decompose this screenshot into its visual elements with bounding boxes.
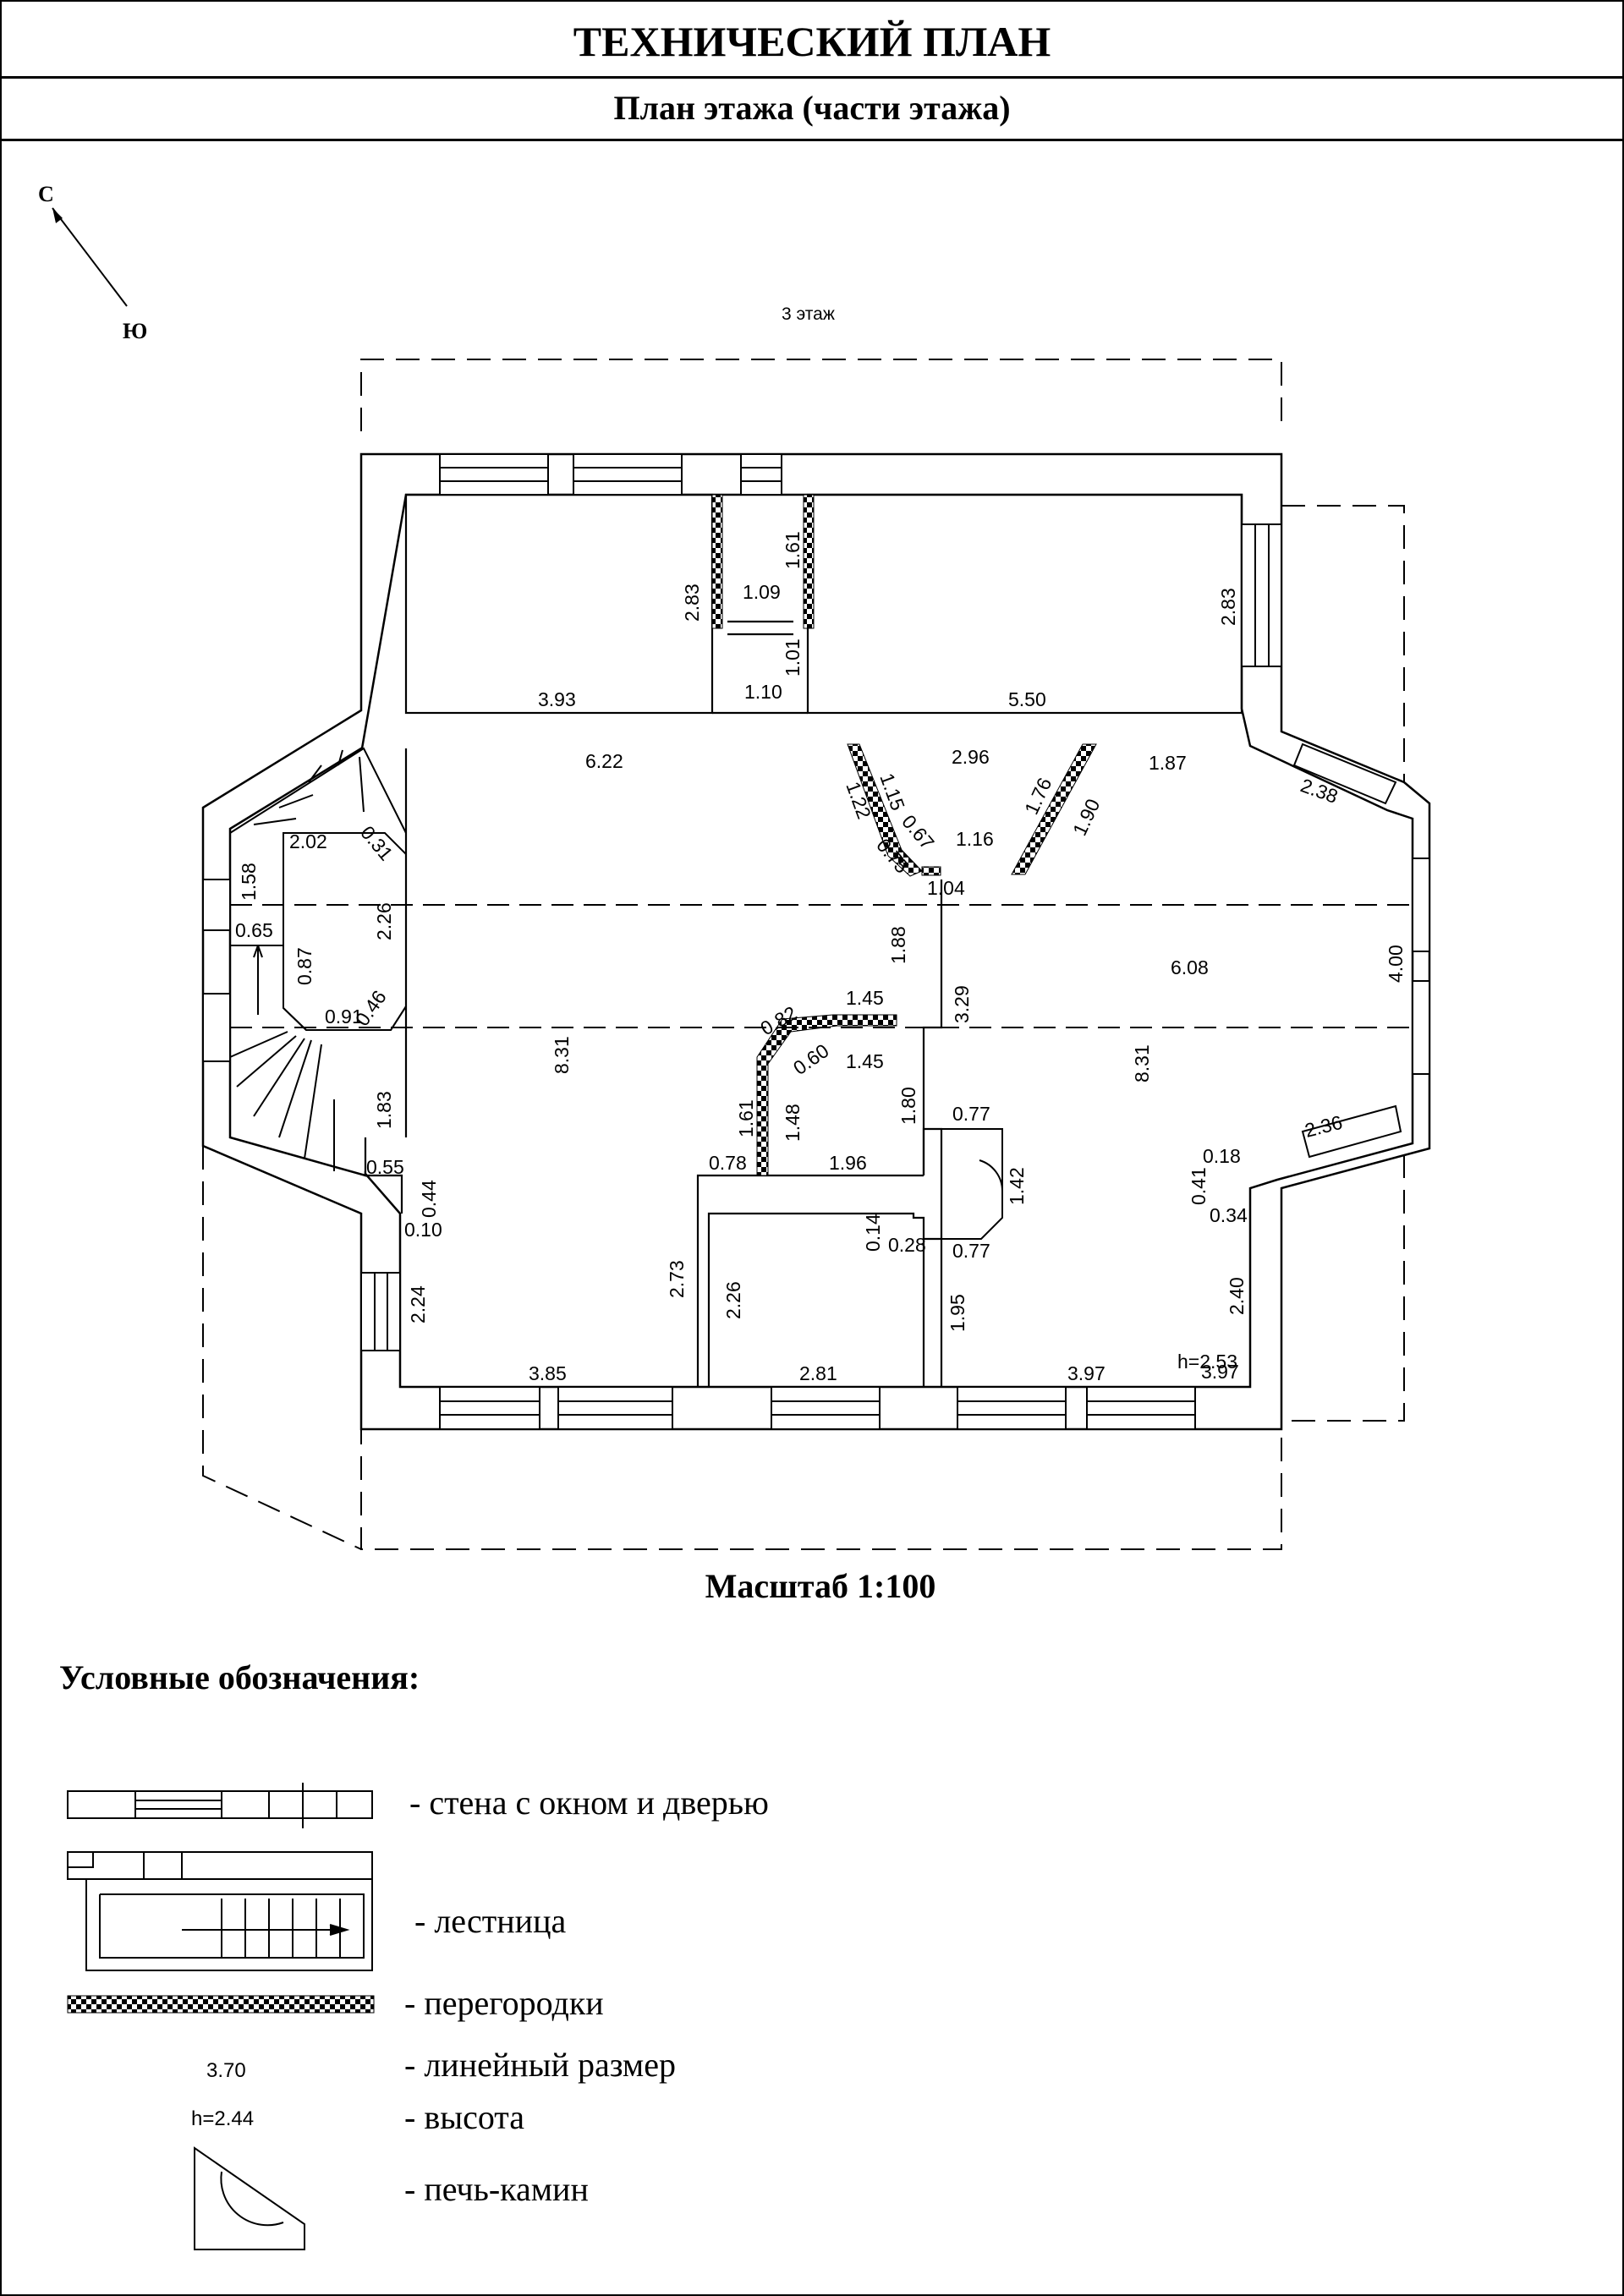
floor-label: 3 этаж [782,304,835,324]
dim-label: 3.29 [951,985,973,1023]
dim-label: 1.48 [782,1104,804,1142]
dim-label: 0.87 [294,947,315,985]
dim-label: 2.83 [1217,588,1239,626]
dim-label: 1.61 [735,1099,757,1137]
dim-label: 2.40 [1226,1277,1248,1315]
dim-label: 0.78 [709,1152,747,1174]
dim-label: 3.97 [1067,1362,1106,1384]
dim-label: 0.44 [418,1180,440,1218]
legend-item-stair: - лестница [414,1902,567,1940]
dim-label: 4.00 [1385,945,1407,983]
dim-label: 1.61 [782,531,804,569]
legend-item-partition: - перегородки [404,1984,604,2022]
dim-label: 0.67 [897,811,939,854]
dashed-outline [202,359,1405,1550]
dim-label: 1.90 [1068,796,1104,840]
dim-label: 3.97 [1201,1361,1239,1383]
dim-label: 1.09 [743,581,781,603]
partitions [711,494,1097,1176]
legend-item-dimension: - линейный размер [404,2046,676,2084]
dim-label: 1.45 [846,987,884,1009]
windows [202,453,1430,1430]
dim-label: 0.31 [356,822,398,865]
dim-label: 0.41 [1188,1167,1210,1205]
dim-label: 1.88 [887,926,909,964]
dim-label: 1.10 [744,681,782,703]
dim-label: 5.50 [1008,688,1046,710]
dim-label: 2.83 [681,584,703,622]
height-label: h=2.53 [1177,1351,1237,1373]
dim-label: 8.31 [551,1036,573,1074]
dim-label: 0.77 [952,1103,990,1125]
legend-partition-symbol [67,1995,375,2014]
dim-label: 0.55 [366,1156,404,1178]
legend-fireplace-symbol [194,2146,305,2250]
legend-sample-height: h=2.44 [191,2107,255,2130]
dim-label: 3.85 [529,1362,567,1384]
compass-north-label: С [38,182,54,206]
dim-label: 0.28 [888,1234,926,1256]
document-title: ТЕХНИЧЕСКИЙ ПЛАН [0,0,1624,79]
dim-label: 0.10 [404,1219,442,1241]
dim-label: 1.42 [1006,1167,1028,1205]
dimension-labels: 2.83 1.09 1.61 1.01 1.10 3.93 5.50 2.83 … [235,531,1407,1384]
dim-label: 1.16 [956,828,994,850]
legend-item-height: - высота [404,2098,525,2136]
staircase [229,747,407,1171]
scale-label: Масштаб 1:100 [705,1567,936,1605]
dim-label: 0.77 [952,1240,990,1262]
legend-wall-symbol [67,1783,373,1828]
dim-label: 6.22 [585,750,623,772]
dim-label: 2.73 [666,1260,688,1298]
dim-label: 0.18 [1203,1145,1241,1167]
dim-label: 2.96 [952,746,990,768]
dim-label: 0.60 [789,1039,833,1079]
compass-south-label: Ю [123,319,147,343]
document-subtitle: План этажа (части этажа) [0,78,1624,141]
legend-title: Условные обозначения: [59,1658,420,1696]
dim-label: 2.26 [373,902,395,940]
dim-label: 1.95 [946,1294,968,1332]
dim-label: 1.58 [238,863,260,901]
compass-arrow: С Ю [38,182,147,343]
dim-label: 1.04 [927,877,965,899]
fireplace [941,1128,1003,1240]
dim-label: 1.45 [846,1050,884,1072]
dim-label: 1.83 [373,1091,395,1129]
outer-walls [201,452,1431,1431]
legend-item-fireplace: - печь-камин [404,2170,589,2208]
dim-label: 1.87 [1149,752,1187,774]
legend-stair-symbol [67,1851,373,1971]
dim-label: 1.96 [829,1152,867,1174]
legend-item-wall: - стена с окном и дверью [409,1784,769,1822]
dim-label: 0.65 [235,919,273,941]
dim-label: 0.34 [1210,1204,1248,1226]
dim-label: 1.80 [897,1087,919,1125]
dim-label: 3.93 [538,688,576,710]
dim-label: 1.01 [782,638,804,677]
legend-sample-dimension: 3.70 [206,2059,246,2082]
dim-label: 2.81 [799,1362,837,1384]
dim-label: 0.14 [862,1214,884,1252]
dim-label: 0.91 [325,1006,363,1027]
section-lines [230,904,1413,1028]
dim-label: 8.31 [1131,1044,1153,1082]
dim-label: 2.26 [722,1281,744,1319]
dim-label: 6.08 [1171,956,1209,978]
dim-label: 2.24 [407,1285,429,1323]
dim-label: 2.02 [289,830,327,852]
